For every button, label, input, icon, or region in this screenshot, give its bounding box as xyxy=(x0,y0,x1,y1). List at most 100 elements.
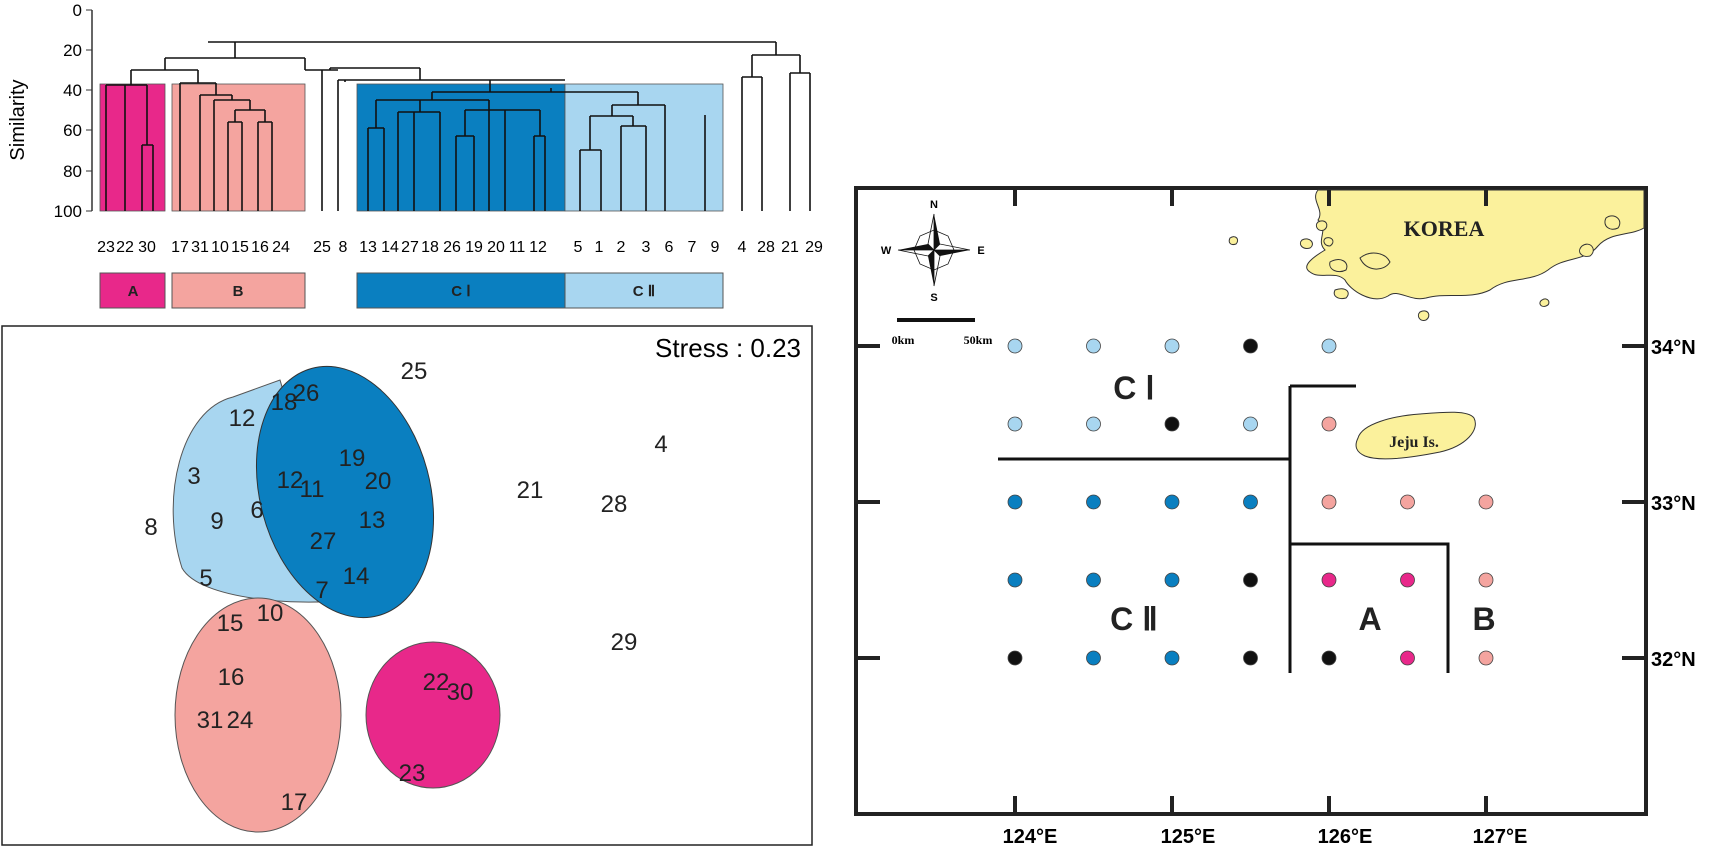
leaf-label: 26 xyxy=(443,239,461,256)
leaf-label: 11 xyxy=(509,239,526,256)
leaf-label: 5 xyxy=(574,239,583,256)
station-marker xyxy=(1086,572,1101,588)
group-legend: A B C Ⅰ C Ⅱ xyxy=(99,272,724,309)
station-marker xyxy=(1400,572,1415,588)
y-ticks: 0 20 40 60 80 100 xyxy=(54,1,92,221)
mds-point-label: 9 xyxy=(210,508,223,535)
leaf-label: 13 xyxy=(359,239,377,256)
leaf-label: 3 xyxy=(642,239,651,256)
leaf-label: 19 xyxy=(465,239,483,256)
leaf-label: 12 xyxy=(529,239,547,256)
station-marker xyxy=(1243,494,1258,510)
station-marker xyxy=(1243,416,1258,432)
mds-point-label: 13 xyxy=(359,507,386,534)
station-marker xyxy=(1164,494,1180,510)
y-tick-label: 60 xyxy=(63,121,82,140)
leaf-label: 17 xyxy=(171,239,189,256)
cluster-box-cii xyxy=(564,83,724,212)
mds-point-label: 21 xyxy=(517,477,544,504)
cluster-box-b xyxy=(171,83,306,212)
mds-point-label: 14 xyxy=(343,563,370,590)
leaf-label: 9 xyxy=(711,239,720,256)
cluster-ellipse-ci xyxy=(255,365,435,619)
svg-text:E: E xyxy=(977,245,984,257)
group-bar-b xyxy=(171,272,306,309)
svg-text:S: S xyxy=(930,292,937,304)
station-marker xyxy=(1478,572,1494,588)
leaf-label: 30 xyxy=(138,239,156,256)
mds-point-label: 27 xyxy=(310,528,337,555)
station-marker xyxy=(1086,416,1101,432)
group-label-a: A xyxy=(128,283,139,300)
stress-label: Stress : 0.23 xyxy=(655,333,801,363)
lat-labels: 34°N 33°N 32°N xyxy=(1651,337,1696,671)
station-marker xyxy=(1321,338,1337,354)
station-marker xyxy=(1321,572,1337,588)
scale-bar: 0km 50km xyxy=(892,318,993,347)
station-marker xyxy=(1243,338,1258,354)
leaf-label: 4 xyxy=(738,239,747,256)
station-marker xyxy=(1478,494,1494,510)
cluster-box-a xyxy=(99,83,166,212)
cluster-ellipse-b xyxy=(174,597,342,833)
mds-point-label: 12 xyxy=(229,405,256,432)
leaf-label: 21 xyxy=(781,239,799,256)
leaf-label: 25 xyxy=(313,239,331,256)
leaf-label: 23 xyxy=(97,239,115,256)
leaf-label: 6 xyxy=(665,239,674,256)
mds-point-label: 17 xyxy=(281,789,308,816)
lat-label: 32°N xyxy=(1651,649,1696,671)
map-panel: KOREA Jeju Is. N S E W 0km 50km C Ⅰ C Ⅱ xyxy=(854,186,1696,848)
mds-point-label: 22 xyxy=(423,669,450,696)
station-marker xyxy=(1478,650,1494,666)
region-label-ci: C Ⅰ xyxy=(1113,370,1154,406)
station-marker xyxy=(1007,650,1023,666)
group-bar-a xyxy=(99,272,166,309)
group-bar-ci xyxy=(356,272,566,309)
group-bar-cii xyxy=(564,272,724,309)
dendrogram-branches xyxy=(105,41,811,211)
scale-label-end: 50km xyxy=(964,333,993,347)
compass-rose-icon: N S E W xyxy=(881,199,985,304)
y-tick-label: 40 xyxy=(63,81,82,100)
mds-point-label: 4 xyxy=(654,431,667,458)
leaf-label: 22 xyxy=(116,239,134,256)
station-marker xyxy=(1164,416,1180,432)
region-label-a: A xyxy=(1358,601,1381,637)
leaf-label: 16 xyxy=(251,239,269,256)
mds-panel: Stress : 0.23 25 4 26 18 12 19 3 12 11 2… xyxy=(1,325,813,846)
station-marker xyxy=(1164,650,1180,666)
group-label-ci: C Ⅰ xyxy=(451,283,470,300)
leaf-label: 10 xyxy=(211,239,229,256)
lat-label: 34°N xyxy=(1651,337,1696,359)
station-marker xyxy=(1400,650,1415,666)
leaf-label: 29 xyxy=(805,239,823,256)
station-marker xyxy=(1321,494,1337,510)
station-marker xyxy=(1007,572,1023,588)
mds-point-label: 6 xyxy=(250,497,263,524)
leaf-label: 14 xyxy=(381,239,399,256)
mds-point-label: 7 xyxy=(315,577,328,604)
region-label-b: B xyxy=(1472,601,1495,637)
map-ticks xyxy=(858,190,1644,812)
station-marker xyxy=(1007,416,1023,432)
mds-point-label: 23 xyxy=(399,760,426,787)
mds-point-label: 18 xyxy=(271,389,298,416)
station-marker xyxy=(1400,494,1415,510)
station-markers xyxy=(1007,338,1494,666)
lon-label: 127°E xyxy=(1473,826,1528,847)
leaf-label: 20 xyxy=(487,239,505,256)
station-marker xyxy=(1164,338,1180,354)
station-marker xyxy=(1086,338,1101,354)
lon-labels: 124°E 125°E 126°E 127°E xyxy=(1003,826,1528,848)
station-marker xyxy=(1007,338,1023,354)
region-label-cii: C Ⅱ xyxy=(1110,601,1158,637)
mds-point-label: 29 xyxy=(611,629,638,656)
leaf-labels: 23 22 30 17 31 10 15 16 24 25 8 13 14 27… xyxy=(97,239,823,256)
jeju-island xyxy=(1355,411,1476,460)
station-marker xyxy=(1086,494,1101,510)
mds-point-label: 10 xyxy=(257,600,284,627)
mds-point-label: 20 xyxy=(365,468,392,495)
station-marker xyxy=(1086,650,1101,666)
cluster-box-ci xyxy=(356,83,566,212)
